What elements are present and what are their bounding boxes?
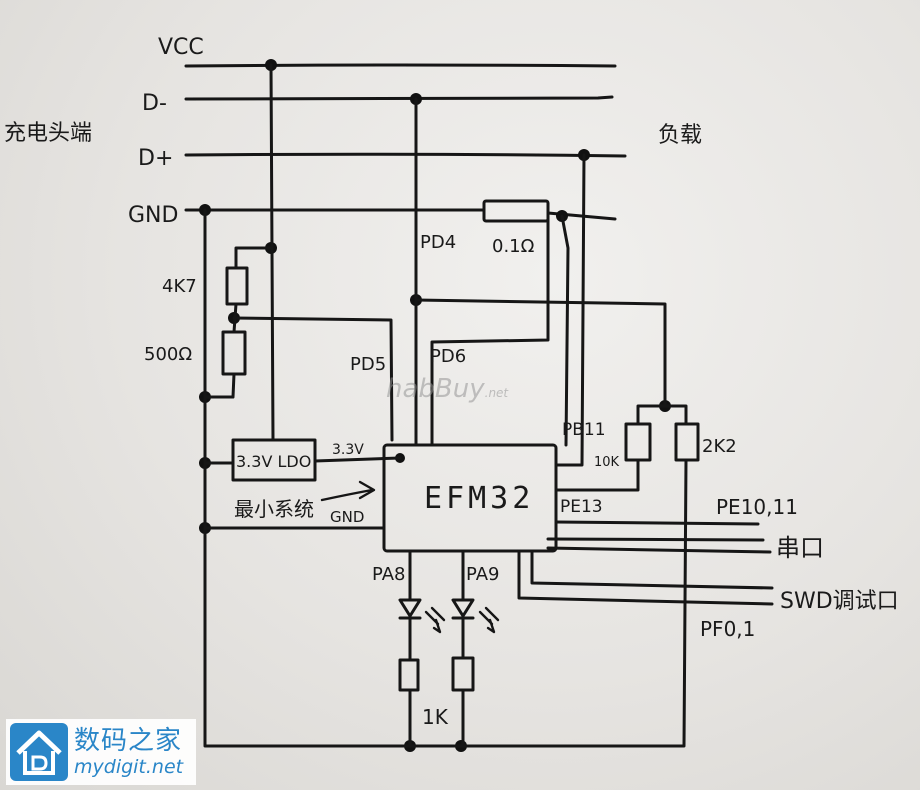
pe13-label: PE13 xyxy=(560,497,603,517)
house-logo-icon xyxy=(10,723,68,781)
r-1k-label: 1K xyxy=(422,705,449,729)
site-watermark: 数码之家 mydigit.net xyxy=(6,719,196,785)
pb11-wire xyxy=(560,214,570,447)
left-side-label: 充电头端 xyxy=(4,121,92,146)
dminus-rail xyxy=(184,95,614,101)
watermark-cn: 数码之家 xyxy=(74,726,183,756)
shunt-label: 0.1Ω xyxy=(492,236,535,257)
pb11-label: PB11 xyxy=(562,420,606,440)
min-system-arrow xyxy=(320,480,376,502)
pa9-label: PA9 xyxy=(466,564,499,585)
uart-wire xyxy=(546,546,772,554)
led-pa9 xyxy=(451,598,500,634)
dminus-label: D- xyxy=(142,91,167,116)
pullup-split xyxy=(636,404,688,426)
pd6-wire xyxy=(430,208,550,447)
r-1k-b xyxy=(451,656,475,692)
pd5-label: PD5 xyxy=(350,354,386,375)
pd6-label: PD6 xyxy=(430,346,466,367)
ldo-label: 3.3V LDO xyxy=(236,452,311,471)
swd-label: SWD调试口 xyxy=(780,589,899,614)
mcu-label: EFM32 xyxy=(424,481,534,516)
gnd-label: GND xyxy=(128,203,178,228)
ldo-out-label: 3.3V xyxy=(332,442,364,458)
led-pa8 xyxy=(398,598,446,634)
r-4k7-label: 4K7 xyxy=(162,276,197,297)
r-10k-down xyxy=(554,458,640,492)
dplus-label: D+ xyxy=(138,146,173,171)
efm32-box xyxy=(382,443,558,553)
center-watermark-main: habBuy xyxy=(386,374,485,404)
r-1k-a xyxy=(398,658,420,692)
uart-label: 串口 xyxy=(776,534,824,562)
ldo-out-wire xyxy=(313,456,402,463)
right-side-label: 负载 xyxy=(658,123,702,148)
vcc-rail xyxy=(184,63,617,68)
r-500 xyxy=(221,330,247,376)
shunt-resistor xyxy=(482,199,550,223)
r-2k2-down xyxy=(678,458,688,748)
pf01-label: PF0,1 xyxy=(700,617,755,641)
swd-wire-b xyxy=(517,549,774,606)
r-10k-label: 10K xyxy=(594,455,620,470)
pe1011-wire-b xyxy=(546,537,765,542)
vcc-label: VCC xyxy=(158,35,204,60)
r-10k xyxy=(624,422,652,462)
pe1011-wire-a xyxy=(554,520,760,526)
r-500-label: 500Ω xyxy=(144,344,192,365)
swd-wire-a xyxy=(530,549,774,590)
min-system-label: 最小系统 xyxy=(234,497,314,521)
r-4k7 xyxy=(225,266,249,306)
vcc-drop xyxy=(269,63,275,442)
watermark-url: mydigit.net xyxy=(74,756,184,778)
pa8-label: PA8 xyxy=(372,564,405,585)
gnd-vertical-left xyxy=(203,208,682,748)
divider-bottom-wire xyxy=(203,372,236,399)
divider-to-pd5 xyxy=(232,316,394,442)
r-2k2 xyxy=(674,422,700,462)
r-2k2-label: 2K2 xyxy=(702,436,737,457)
gnd-small-label: GND xyxy=(330,508,364,526)
pe1011-label: PE10,11 xyxy=(716,495,798,519)
center-watermark: habBuy.net xyxy=(386,374,508,404)
pd4-label: PD4 xyxy=(420,232,456,253)
center-watermark-suffix: .net xyxy=(484,386,509,400)
dplus-rail xyxy=(184,152,627,158)
dplus-drop xyxy=(554,153,586,467)
pd4-to-pullups xyxy=(414,298,667,408)
divider-top-wire xyxy=(234,246,273,270)
